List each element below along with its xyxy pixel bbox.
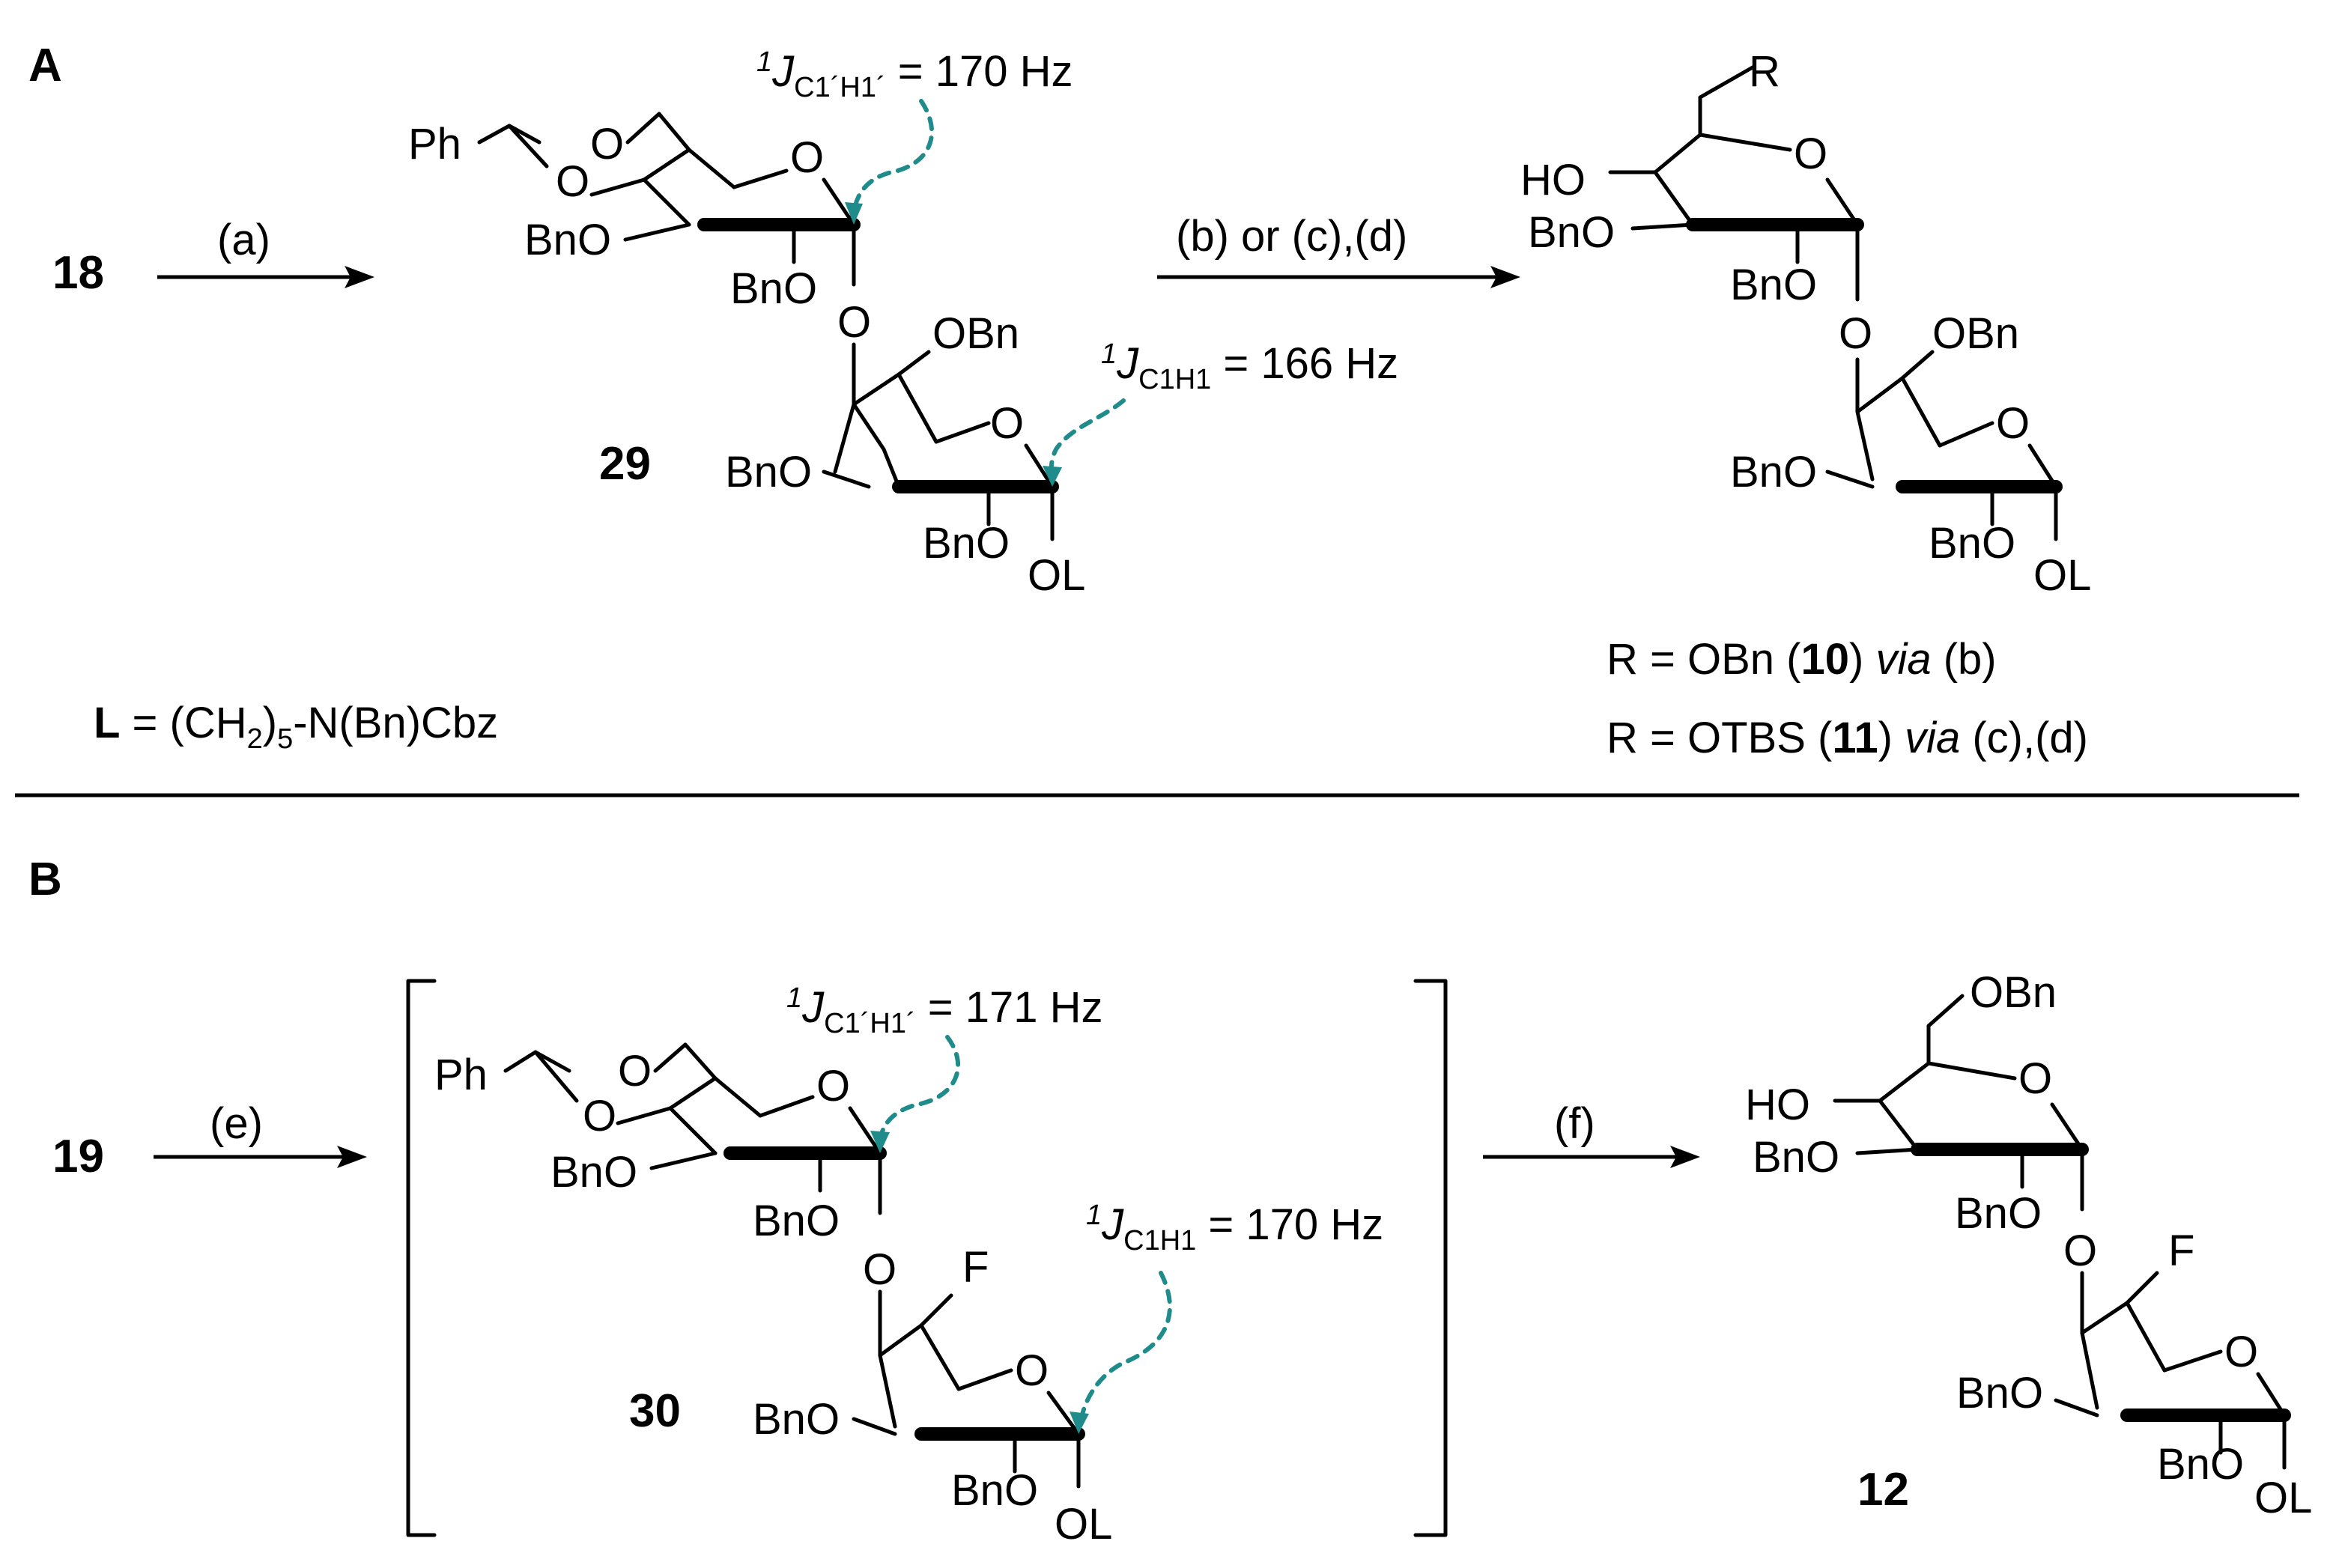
step-a-label: (a) [217, 216, 270, 264]
step-bcd-label: (b) or (c),(d) [1176, 212, 1407, 261]
coupling-b-bottom: 1JC1H1 = 170 Hz [1086, 1200, 1383, 1256]
bno-3-12bottom: BnO [1956, 1369, 2043, 1417]
bno-2-p1: BnO [1730, 261, 1817, 309]
ring-o-30bottom: O [1015, 1346, 1049, 1395]
bno-3-top: BnO [524, 216, 611, 264]
ring-o-bottom: O [990, 399, 1024, 448]
coupling-b-top: 1JC1´H1´ = 171 Hz [786, 982, 1102, 1039]
dashed-arrow-b-top [878, 1035, 961, 1146]
reaction-arrow-a [157, 266, 374, 288]
acetal-o-1: O [590, 120, 624, 168]
molecule-29: Ph O O O BnO BnO O OBn O [408, 112, 1085, 600]
glycosidic-o: O [837, 298, 871, 347]
bno-2-30top: BnO [753, 1197, 840, 1245]
bracket-right [1413, 979, 1448, 1537]
bno-2-12top: BnO [1955, 1189, 2042, 1238]
panel-b-label: B [28, 854, 62, 905]
glycosidic-o-p1: O [1839, 309, 1872, 358]
compound-29: 29 [599, 438, 651, 490]
bno-3-30top: BnO [550, 1148, 637, 1197]
ph-group: Ph [408, 120, 461, 168]
obn-6-12: OBn [1970, 968, 2057, 1017]
step-f-label: (f) [1554, 1099, 1595, 1148]
ol-anomeric: OL [1028, 551, 1085, 600]
glycosidic-o-12: O [2063, 1227, 2097, 1275]
dashed-arrowhead-b-top [870, 1131, 890, 1153]
bno-2-12bottom: BnO [2157, 1440, 2244, 1489]
product-12: OBn O HO BnO BnO O F O BnO BnO OL [1745, 968, 2312, 1522]
reaction-arrow-e [154, 1146, 367, 1168]
bno-3-p1b: BnO [1730, 448, 1817, 496]
reaction-arrow-f [1483, 1146, 1700, 1168]
coupling-a-top: 1JC1´H1´ = 170 Hz [756, 46, 1073, 103]
step-e-label: (e) [210, 1099, 263, 1148]
bno-3-30bottom: BnO [753, 1395, 840, 1444]
ring-o-12bottom: O [2224, 1328, 2258, 1376]
ring-o-top: O [790, 133, 824, 182]
glycosidic-o-30: O [863, 1245, 897, 1294]
fluorine-12: F [2168, 1227, 2194, 1275]
acetal-o-30b: O [583, 1092, 616, 1140]
r-line-2: R = OTBS (11) via (c),(d) [1607, 714, 2088, 762]
compound-19: 19 [52, 1131, 104, 1182]
bno-2-30bottom: BnO [951, 1466, 1038, 1515]
ol-p1: OL [2033, 551, 2091, 600]
bno-3-p1: BnO [1528, 208, 1615, 257]
r-line-1: R = OBn (10) via (b) [1607, 635, 1997, 684]
bno-2-p1b: BnO [1929, 519, 2015, 568]
ho-4-12: HO [1745, 1081, 1810, 1129]
dashed-arrowhead-a-bottom [1043, 466, 1062, 487]
product-10-11: R O HO BnO BnO O OBn O BnO BnO OL [1520, 47, 2091, 600]
obn-6-p1: OBn [1932, 309, 2019, 358]
ho-4: HO [1520, 156, 1586, 204]
bno-3-12top: BnO [1753, 1133, 1839, 1182]
bno-3-bottom: BnO [725, 448, 812, 496]
compound-30: 30 [629, 1385, 681, 1437]
ol-30: OL [1055, 1500, 1112, 1549]
bno-2-top: BnO [730, 264, 817, 313]
obn-6: OBn [932, 309, 1019, 358]
fluorine-30: F [962, 1243, 989, 1292]
bracket-left [406, 979, 437, 1537]
ring-o-12top: O [2018, 1054, 2052, 1103]
compound-18: 18 [52, 247, 104, 299]
dashed-arrow-a-top [852, 99, 935, 219]
molecule-30: Ph O O O BnO BnO O F O BnO BnO [434, 1042, 1112, 1549]
reaction-arrow-bcd [1157, 266, 1520, 288]
dashed-arrow-a-bottom [1049, 398, 1126, 481]
dashed-arrowhead-a-top [845, 202, 863, 225]
panel-a-label: A [28, 40, 62, 91]
ol-12: OL [2254, 1474, 2312, 1522]
l-definition: L = (CH2)5-N(Bn)Cbz [94, 699, 498, 755]
ring-o-p1: O [1794, 130, 1827, 178]
ring-o-p1b: O [1996, 399, 2030, 448]
bno-2-bottom: BnO [923, 519, 1010, 568]
acetal-o-30a: O [618, 1047, 652, 1096]
dashed-arrow-b-bottom [1078, 1271, 1172, 1425]
coupling-a-bottom: 1JC1H1 = 166 Hz [1101, 338, 1398, 395]
compound-12: 12 [1857, 1464, 1909, 1516]
r-group: R [1749, 47, 1780, 96]
ring-o-30top: O [816, 1062, 850, 1110]
acetal-o-2: O [556, 157, 589, 206]
dashed-arrowhead-b-bottom [1070, 1411, 1089, 1434]
ph-group-30: Ph [434, 1051, 488, 1099]
